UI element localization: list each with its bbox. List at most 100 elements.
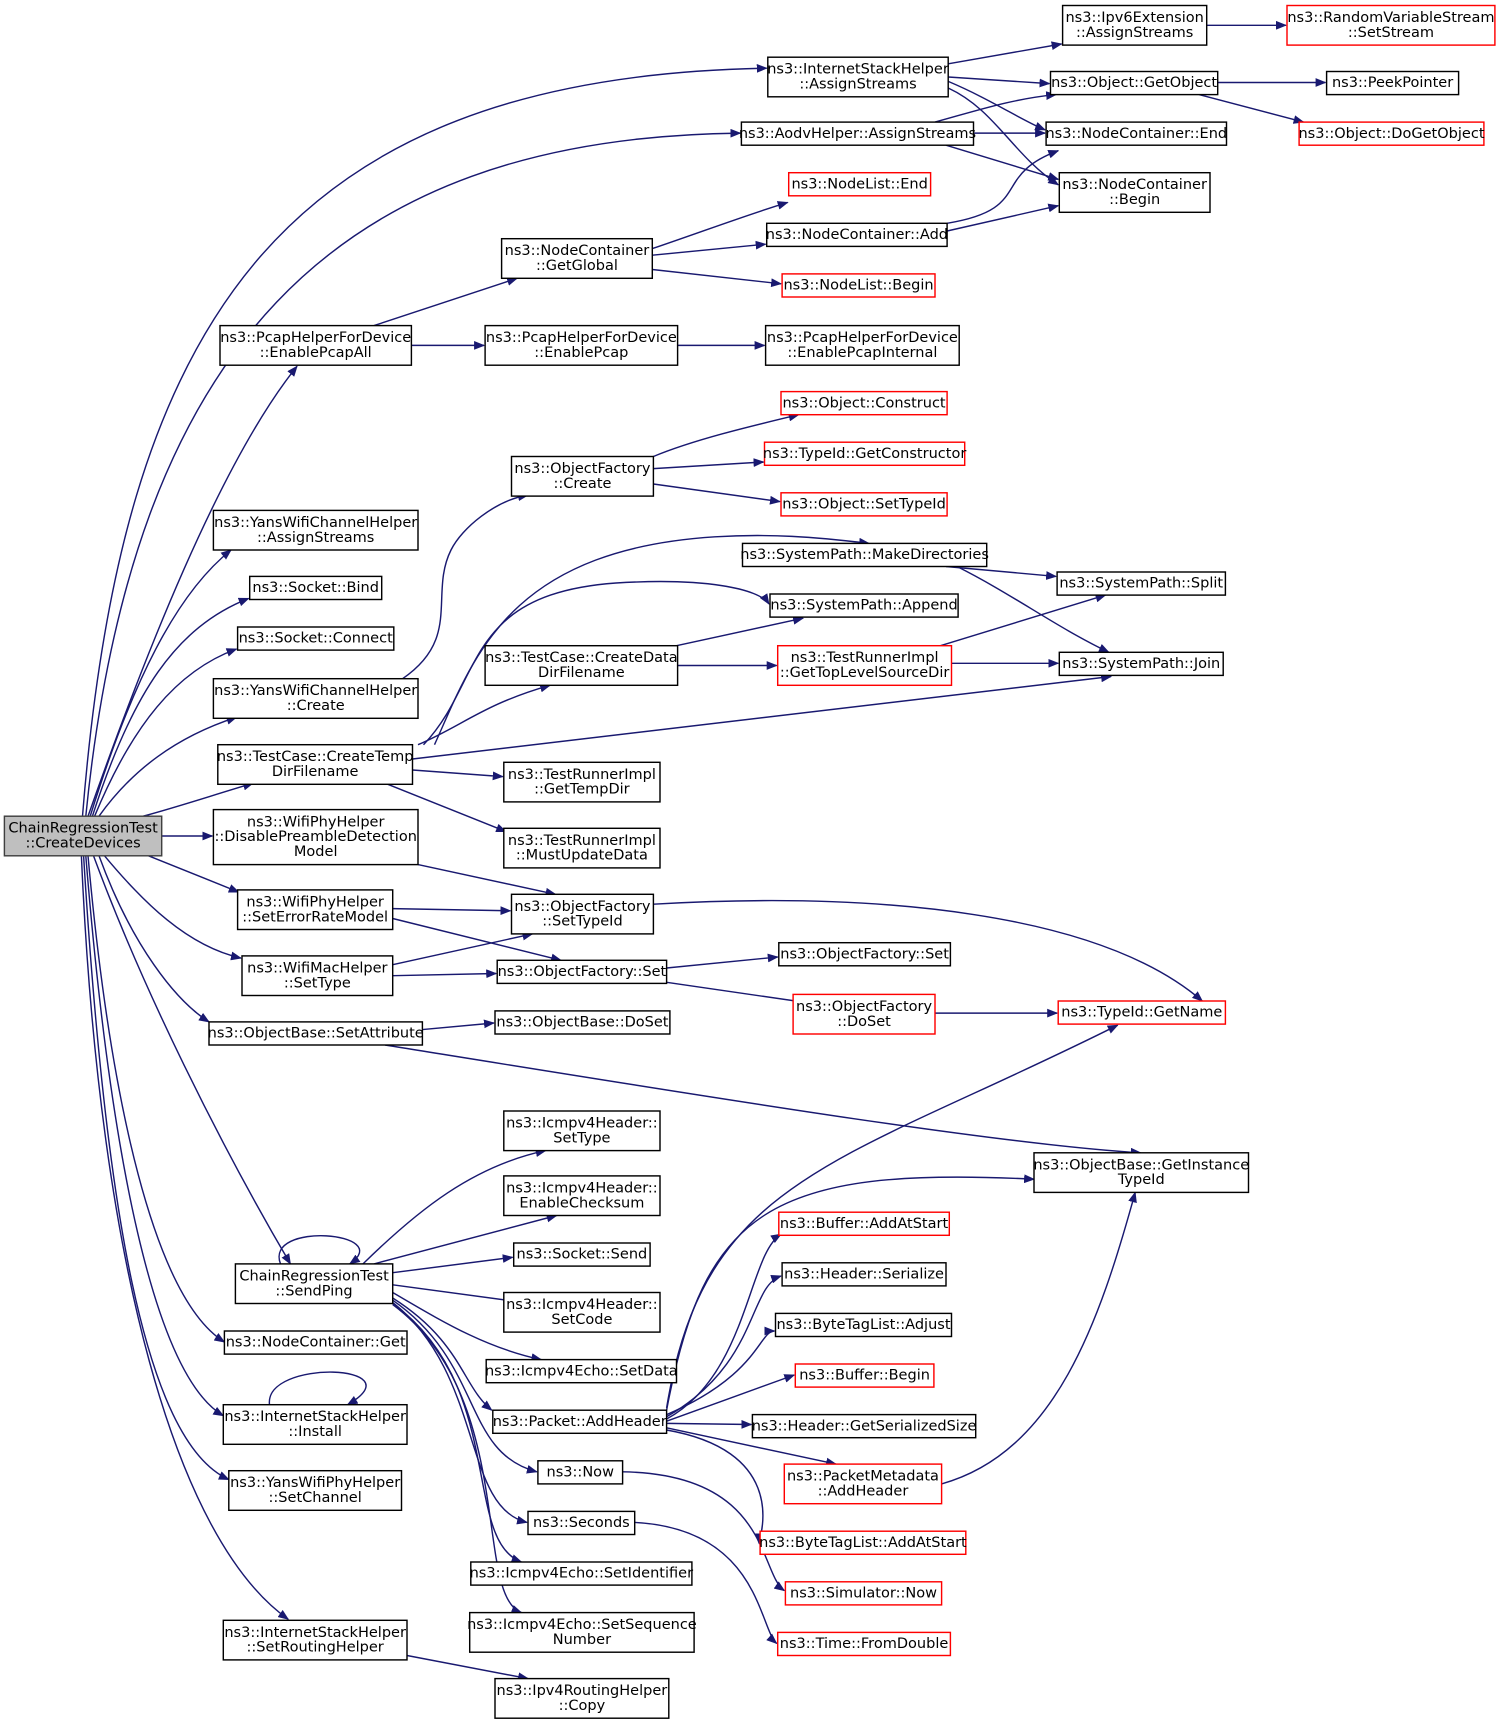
node-ipv6ext[interactable]: ns3::Ipv6Extension::AssignStreams — [1061, 4, 1208, 46]
node-wph-seterror[interactable]: ns3::WifiPhyHelper::SetErrorRateModel — [236, 889, 394, 931]
node-ywph-setchannel[interactable]: ns3::YansWifiPhyHelper::SetChannel — [228, 1469, 403, 1512]
node-nc-begin[interactable]: ns3::NodeContainer::Begin — [1058, 171, 1211, 214]
node-label: ns3::Object::SetTypeId — [782, 496, 946, 512]
node-ish-setrouting[interactable]: ns3::InternetStackHelper::SetRoutingHelp… — [222, 1619, 408, 1661]
node-crt-sendping[interactable]: ChainRegressionTest::SendPing — [234, 1263, 394, 1305]
node-rvs-setstream[interactable]: ns3::RandomVariableStream::SetStream — [1286, 4, 1496, 46]
node-pcap-internal[interactable]: ns3::PcapHelperForDevice::EnablePcapInte… — [764, 324, 960, 366]
node-nc-add[interactable]: ns3::NodeContainer::Add — [766, 222, 948, 248]
node-box — [222, 1403, 408, 1446]
node-label: ::EnablePcap — [534, 345, 628, 361]
node-of-doset[interactable]: ns3::ObjectFactory::DoSet — [792, 993, 936, 1035]
edge-nc_add-to-nc_end — [946, 150, 1060, 225]
node-label: ns3::Socket::Send — [517, 1247, 648, 1263]
edge-crt_sendping-to-ns3_now — [392, 1299, 538, 1474]
node-label: ns3::Time::FromDouble — [780, 1636, 949, 1652]
node-label: TypeId — [1117, 1172, 1165, 1188]
edge-root-to-wmh_settype — [103, 855, 242, 961]
node-nc-end[interactable]: ns3::NodeContainer::End — [1045, 121, 1228, 146]
node-sim-now[interactable]: ns3::Simulator::Now — [784, 1581, 943, 1606]
node-nl-end[interactable]: ns3::NodeList::End — [787, 171, 932, 197]
node-btl-adjust[interactable]: ns3::ByteTagList::Adjust — [774, 1312, 953, 1338]
node-ns3-now[interactable]: ns3::Now — [537, 1460, 624, 1485]
node-label: ::AssignStreams — [799, 77, 916, 93]
node-echo-setid[interactable]: ns3::Icmpv4Echo::SetIdentifier — [470, 1561, 693, 1586]
node-of-settypeid[interactable]: ns3::ObjectFactory::SetTypeId — [510, 893, 655, 935]
node-icmp-enablecs[interactable]: ns3::Icmpv4Header::EnableChecksum — [503, 1175, 661, 1217]
node-label: DirFilename — [538, 665, 625, 681]
node-label: ns3::SystemPath::MakeDirectories — [740, 547, 989, 563]
node-time-fromdouble[interactable]: ns3::Time::FromDouble — [776, 1631, 952, 1657]
node-wmh-settype[interactable]: ns3::WifiMacHelper::SetType — [241, 955, 394, 997]
edge-ish_assign-to-ipv6ext — [948, 41, 1063, 65]
node-box — [1045, 121, 1228, 146]
node-pkt-addheader[interactable]: ns3::Packet::AddHeader — [492, 1409, 668, 1435]
node-btl-addatstart[interactable]: ns3::ByteTagList::AddAtStart — [759, 1530, 967, 1556]
node-ob-setattr[interactable]: ns3::ObjectBase::SetAttribute — [208, 1021, 424, 1046]
node-buf-begin[interactable]: ns3::Buffer::Begin — [794, 1363, 935, 1388]
node-pcap-enable[interactable]: ns3::PcapHelperForDevice::EnablePcap — [484, 324, 679, 366]
node-label: ns3::SystemPath::Append — [770, 598, 957, 614]
node-aodv-assign[interactable]: ns3::AodvHelper::AssignStreams — [739, 121, 976, 146]
node-typeid-getctor[interactable]: ns3::TypeId::GetConstructor — [763, 441, 966, 467]
node-of-set[interactable]: ns3::ObjectFactory::Set — [496, 959, 668, 985]
node-obj-getobject[interactable]: ns3::Object::GetObject — [1049, 70, 1219, 96]
node-label: EnableChecksum — [519, 1195, 644, 1211]
node-icmp-setcode[interactable]: ns3::Icmpv4Header::SetCode — [503, 1291, 661, 1333]
node-socket-bind[interactable]: ns3::Socket::Bind — [248, 575, 383, 601]
node-label: ::EnablePcapAll — [260, 345, 372, 361]
node-ywch-assign[interactable]: ns3::YansWifiChannelHelper::AssignStream… — [212, 509, 419, 551]
node-sp-append[interactable]: ns3::SystemPath::Append — [769, 593, 959, 618]
node-ish-install[interactable]: ns3::InternetStackHelper::Install — [222, 1403, 408, 1446]
node-label: ns3::PcapHelperForDevice — [220, 330, 411, 346]
node-tri-mustupdate[interactable]: ns3::TestRunnerImpl::MustUpdateData — [503, 827, 661, 869]
node-socket-send[interactable]: ns3::Socket::Send — [512, 1242, 651, 1267]
edge-root-to-ish_setrouting — [80, 855, 290, 1620]
node-sp-join[interactable]: ns3::SystemPath::Join — [1058, 651, 1224, 677]
node-label: ns3::NodeContainer — [505, 243, 650, 259]
node-icmp-settype[interactable]: ns3::Icmpv4Header::SetType — [503, 1110, 661, 1152]
node-pcap-all[interactable]: ns3::PcapHelperForDevice::EnablePcapAll — [219, 324, 413, 366]
node-hdr-getsize[interactable]: ns3::Header::GetSerializedSize — [751, 1413, 977, 1439]
node-ob-doset[interactable]: ns3::ObjectBase::DoSet — [494, 1010, 671, 1035]
edge-root-to-ob_setattr — [98, 855, 210, 1023]
node-typeid-getname[interactable]: ns3::TypeId::GetName — [1057, 1000, 1227, 1025]
node-ipv4rh-copy[interactable]: ns3::Ipv4RoutingHelper::Copy — [494, 1677, 670, 1719]
node-label: ns3::RandomVariableStream — [1287, 10, 1494, 26]
node-sp-split[interactable]: ns3::SystemPath::Split — [1056, 571, 1227, 596]
edge-root-to-tc_createtemp — [142, 781, 255, 817]
node-nl-begin[interactable]: ns3::NodeList::Begin — [781, 273, 936, 298]
node-tri-gettempdir[interactable]: ns3::TestRunnerImpl::GetTempDir — [503, 761, 661, 803]
node-peekpointer[interactable]: ns3::PeekPointer — [1325, 70, 1460, 96]
node-buf-addatstart[interactable]: ns3::Buffer::AddAtStart — [778, 1211, 951, 1237]
edge-pkt_addheader-to-hdr_getsize — [666, 1419, 753, 1429]
node-nc-get[interactable]: ns3::NodeContainer::Get — [223, 1330, 408, 1355]
node-label: ns3::SystemPath::Split — [1059, 576, 1223, 592]
node-label: ns3::Header::GetSerializedSize — [752, 1418, 977, 1434]
node-of-set2[interactable]: ns3::ObjectFactory::Set — [778, 941, 952, 967]
node-ns3-seconds[interactable]: ns3::Seconds — [527, 1510, 636, 1536]
node-label: ::SetType — [284, 975, 351, 991]
node-pm-addheader[interactable]: ns3::PacketMetadata::AddHeader — [783, 1463, 943, 1505]
node-label: ns3::PacketMetadata — [787, 1469, 939, 1485]
node-echo-setdata[interactable]: ns3::Icmpv4Echo::SetData — [485, 1358, 678, 1384]
node-label: ns3::PcapHelperForDevice — [486, 330, 677, 346]
node-sp-makedirs[interactable]: ns3::SystemPath::MakeDirectories — [740, 542, 989, 568]
node-obj-settypeid[interactable]: ns3::Object::SetTypeId — [780, 492, 948, 517]
node-ish-assign[interactable]: ns3::InternetStackHelper::AssignStreams — [767, 56, 949, 98]
node-hdr-serialize[interactable]: ns3::Header::Serialize — [781, 1262, 947, 1287]
node-of-create[interactable]: ns3::ObjectFactory::Create — [510, 455, 655, 497]
node-root[interactable]: ChainRegressionTest::CreateDevices — [3, 815, 163, 857]
node-tri-gettoplevel[interactable]: ns3::TestRunnerImpl::GetTopLevelSourceDi… — [776, 644, 953, 687]
node-wph-disable[interactable]: ns3::WifiPhyHelper::DisablePreambleDetec… — [212, 808, 419, 866]
node-nc-getglobal[interactable]: ns3::NodeContainer::GetGlobal — [500, 237, 654, 280]
node-obj-dogetobject[interactable]: ns3::Object::DoGetObject — [1298, 121, 1485, 146]
node-socket-connect[interactable]: ns3::Socket::Connect — [236, 626, 395, 651]
node-label: ns3::ObjectFactory — [514, 899, 650, 915]
node-obj-construct[interactable]: ns3::Object::Construct — [780, 390, 948, 416]
node-ywch-create[interactable]: ns3::YansWifiChannelHelper::Create — [212, 677, 419, 720]
